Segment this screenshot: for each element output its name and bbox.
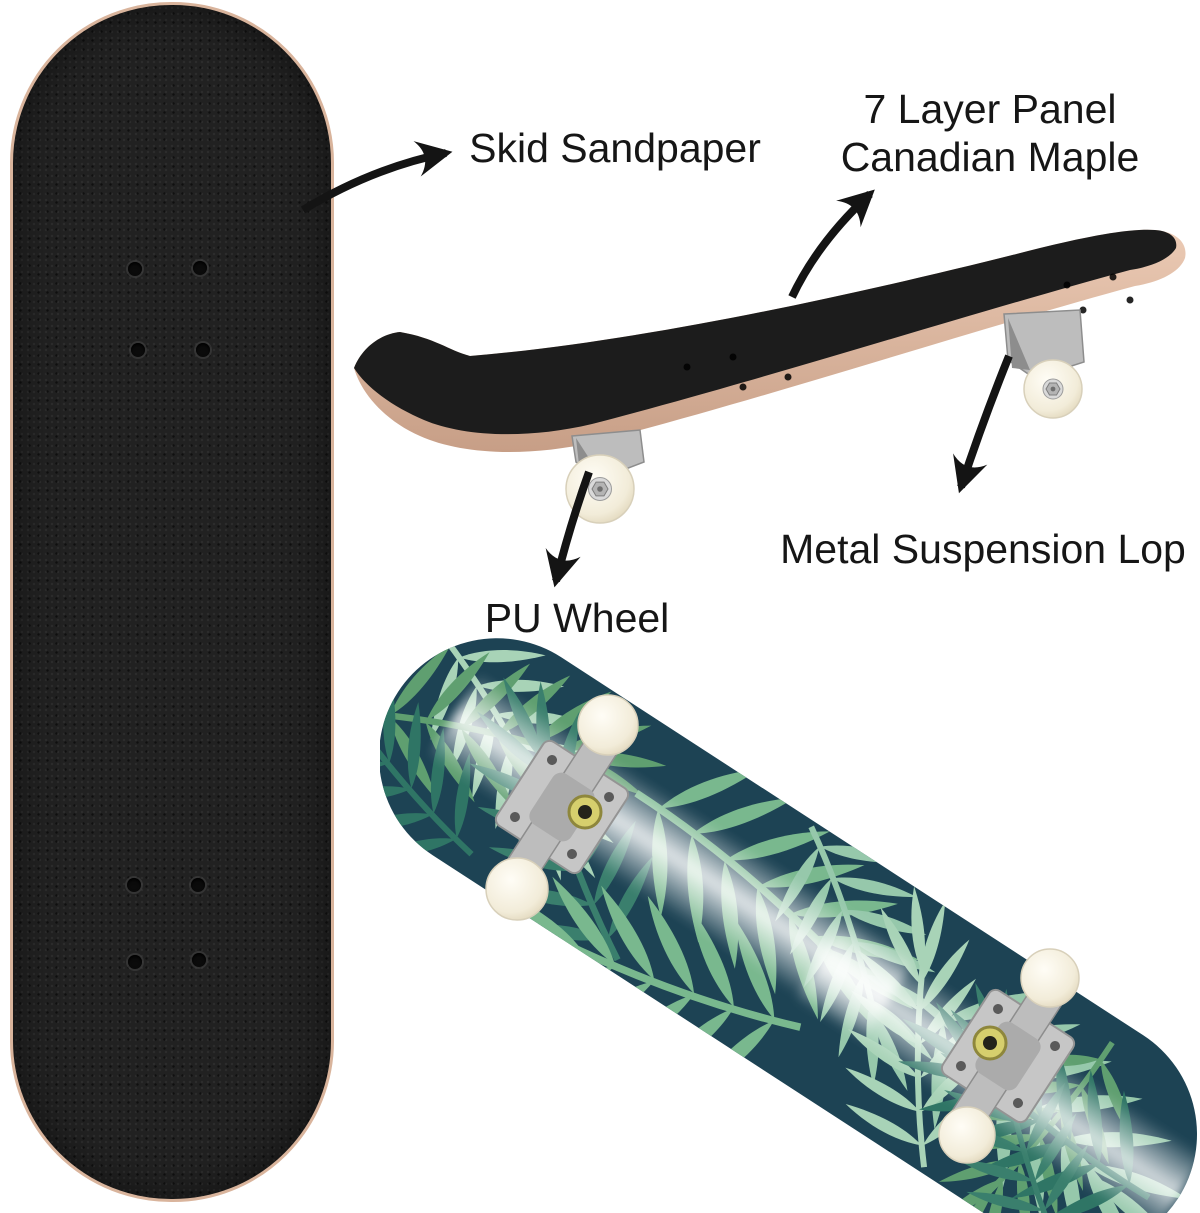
pu-wheel <box>577 694 639 756</box>
label-7-layer-panel: 7 Layer Panel Canadian Maple <box>841 85 1140 181</box>
truck-upper-bottom-view <box>485 694 639 921</box>
label-deck-line1: 7 Layer Panel <box>863 86 1117 132</box>
mounting-hole <box>127 878 141 892</box>
skateboard-top-view-griptape <box>10 2 334 1202</box>
mounting-hole <box>128 955 142 969</box>
deck-griptape-side <box>354 229 1177 435</box>
mounting-hole <box>196 343 210 357</box>
label-metal-suspension: Metal Suspension Lop <box>780 526 1186 572</box>
wheel-front <box>565 454 635 524</box>
pu-wheel <box>938 1106 996 1164</box>
mounting-hole <box>191 878 205 892</box>
pu-wheel <box>1020 948 1080 1008</box>
skateboard-bottom-view <box>380 600 1200 1213</box>
label-skid-sandpaper: Skid Sandpaper <box>469 125 761 171</box>
label-deck-line2: Canadian Maple <box>840 134 1140 180</box>
mounting-hole <box>193 261 207 275</box>
pu-wheel <box>485 857 549 921</box>
deck-bolt-dots <box>683 273 1134 391</box>
truck-lower-bottom-view <box>938 948 1080 1164</box>
mounting-hole <box>192 953 206 967</box>
mounting-hole <box>128 262 142 276</box>
label-pu-wheel: PU Wheel <box>484 595 670 641</box>
wheel-rear <box>1023 359 1083 419</box>
mounting-hole <box>131 343 145 357</box>
skateboard-side-view <box>354 229 1186 524</box>
